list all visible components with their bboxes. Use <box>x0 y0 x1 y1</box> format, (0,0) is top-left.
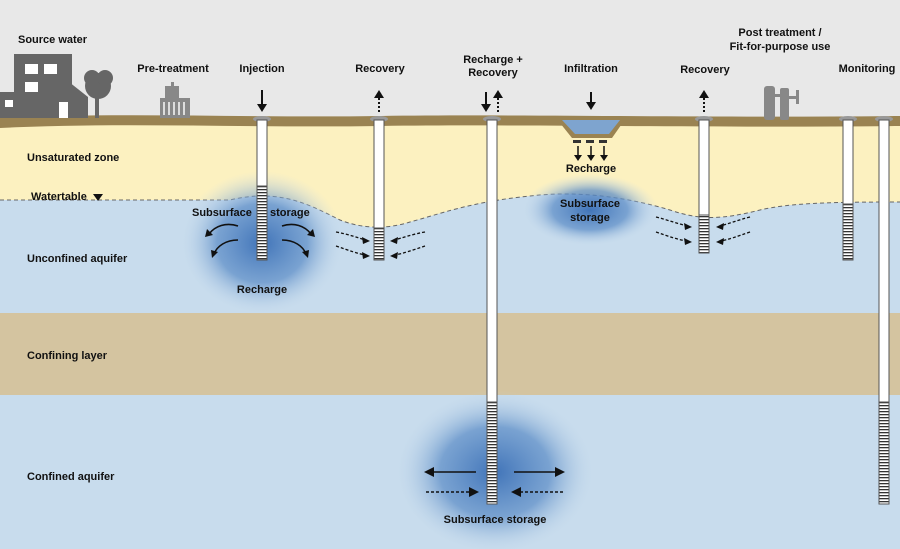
percolation-arrows-icon <box>574 146 608 161</box>
recovery-flow-right-heads-icon <box>684 223 724 245</box>
infiltration-arrow-icon <box>586 92 596 110</box>
recovery-arrow-left-icon <box>374 90 384 112</box>
subsurface-storage-left-label-b: storage <box>270 207 310 219</box>
storage-plume-middle <box>522 174 658 246</box>
post-treatment-icon <box>764 86 799 120</box>
injection-arrow-icon <box>257 90 267 112</box>
confined-flow-arrows-icon <box>424 467 565 497</box>
recharge-recovery-well <box>483 116 501 505</box>
subsurface-storage-confined-label: Subsurface storage <box>443 514 547 526</box>
source-water-label: Source water <box>18 34 88 46</box>
unconfined-aquifer <box>0 193 900 318</box>
watertable-label: Watertable <box>31 191 87 203</box>
monitoring-well-deep <box>875 116 893 505</box>
recharge-recovery-label-line2: Recovery <box>468 67 518 79</box>
recharge-infiltration-label: Recharge <box>565 163 617 175</box>
treatment-plant-icon <box>160 82 190 118</box>
unsaturated-zone-label: Unsaturated zone <box>27 152 120 164</box>
subsurface-storage-mid-label-line1: Subsurface <box>560 198 620 210</box>
recovery-left-label: Recovery <box>355 63 405 75</box>
subsurface-storage-left-label-a: Subsurface <box>192 207 252 219</box>
watertable-marker-icon <box>93 194 103 201</box>
infiltration-label: Infiltration <box>564 63 618 75</box>
pre-treatment-label: Pre-treatment <box>137 63 209 75</box>
unconfined-aquifer-label: Unconfined aquifer <box>27 253 128 265</box>
recharge-left-label: Recharge <box>236 284 288 296</box>
post-treatment-label-line1: Post treatment / <box>738 27 822 39</box>
recovery-well-left <box>370 116 388 261</box>
confined-aquifer-label: Confined aquifer <box>27 471 115 483</box>
monitoring-well-shallow <box>839 116 857 261</box>
infiltration-basin <box>556 118 626 143</box>
recovery-arrow-right-icon <box>699 90 709 112</box>
subsurface-storage-mid-label-line2: storage <box>570 212 610 224</box>
recovery-flow-left-heads-icon <box>362 237 398 259</box>
recovery-right-label: Recovery <box>680 64 730 76</box>
post-treatment-label-line2: Fit-for-purpose use <box>729 41 831 53</box>
injection-well <box>253 116 271 261</box>
ground-surface <box>0 115 900 128</box>
confining-layer-label: Confining layer <box>27 350 108 362</box>
confining-layer <box>0 313 900 395</box>
recovery-well-right <box>695 116 713 254</box>
recharge-recovery-label-line1: Recharge + <box>463 54 523 66</box>
buildings-icon <box>0 54 113 118</box>
recovery-arrow-center-icon <box>493 90 503 112</box>
sky <box>0 0 900 120</box>
spreading-arrows-icon <box>205 223 315 258</box>
monitoring-label: Monitoring <box>838 63 896 75</box>
injection-label: Injection <box>239 63 285 75</box>
recharge-arrow-icon <box>481 92 491 112</box>
